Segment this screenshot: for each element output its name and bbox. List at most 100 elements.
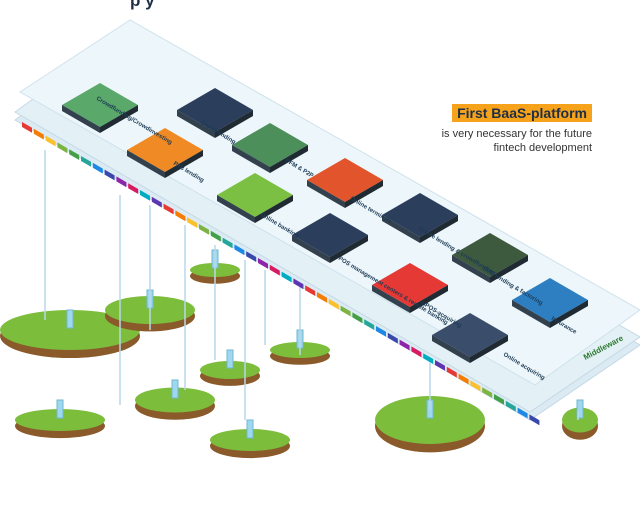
color-strip <box>22 122 540 426</box>
tile-side <box>432 335 470 363</box>
strip-segment <box>529 414 540 426</box>
island <box>562 399 598 440</box>
strip-segment <box>81 156 91 167</box>
strip-segment <box>305 285 316 296</box>
strip-segment <box>57 142 68 154</box>
module-tile <box>432 313 508 363</box>
tile-side <box>270 145 308 173</box>
page-title: p y <box>130 0 155 10</box>
tile-side <box>420 215 458 243</box>
module-tile <box>512 278 588 328</box>
strip-segment <box>151 196 162 208</box>
strip-segment <box>175 210 186 222</box>
island <box>0 309 140 358</box>
strip-segment <box>458 373 469 385</box>
strip-segment <box>234 244 245 256</box>
platform-top-layer <box>19 19 640 386</box>
tile-side <box>255 195 293 223</box>
module-tile <box>382 193 458 243</box>
strip-segment <box>116 176 127 188</box>
tile-side <box>490 255 528 283</box>
tile-side <box>470 335 508 363</box>
module-tile <box>217 173 293 223</box>
tile-side <box>550 300 588 328</box>
tile-side <box>177 110 215 138</box>
strip-segment <box>222 237 233 249</box>
island-grass <box>15 409 105 431</box>
tile-side <box>452 255 490 283</box>
tile-side <box>382 215 420 243</box>
callout-subtitle: is very necessary for the future fintech… <box>410 127 592 155</box>
strip-segment <box>328 298 339 310</box>
strip-segment <box>423 353 434 364</box>
tower <box>66 309 74 329</box>
tower <box>171 379 179 399</box>
strip-segment <box>69 149 80 160</box>
strip-segment <box>364 319 375 330</box>
tile-side <box>410 285 448 313</box>
tile-side <box>217 195 255 223</box>
strip-segment <box>33 128 44 140</box>
strip-segment <box>505 400 516 412</box>
strip-segment <box>281 271 292 283</box>
tile-side <box>165 150 203 178</box>
island-grass <box>135 387 215 413</box>
strip-segment <box>246 251 257 262</box>
module-tiles <box>62 83 588 363</box>
strip-segment <box>258 258 268 269</box>
strip-segment <box>376 326 386 337</box>
strip-segment <box>187 217 198 228</box>
module-tile <box>62 83 138 133</box>
strip-segment <box>293 278 304 290</box>
island <box>135 379 215 420</box>
strip-segment <box>45 135 56 147</box>
island <box>210 419 290 459</box>
strip-segment <box>399 339 410 351</box>
tile-side <box>345 180 383 208</box>
island <box>200 349 260 386</box>
island <box>15 399 105 439</box>
strip-segment <box>352 312 363 324</box>
module-tile <box>292 213 368 263</box>
strip-segment <box>269 264 280 276</box>
tile-side <box>127 150 165 178</box>
island-grass <box>375 396 485 444</box>
callout-box: First BaaS-platform is very necessary fo… <box>410 104 592 155</box>
module-tile <box>372 263 448 313</box>
strip-segment <box>340 305 351 317</box>
tower <box>576 399 584 419</box>
tile-side <box>292 235 330 263</box>
module-tile <box>452 233 528 283</box>
strip-segment <box>92 162 103 174</box>
module-tile <box>127 128 203 178</box>
strip-segment <box>387 332 398 344</box>
tile-side <box>62 105 100 133</box>
connector-lines <box>44 150 579 420</box>
strip-segment <box>104 169 115 181</box>
tile-side <box>512 300 550 328</box>
strip-segment <box>199 224 209 235</box>
strip-segment <box>128 183 139 194</box>
tower <box>56 399 64 419</box>
strip-segment <box>317 292 327 303</box>
strip-segment <box>22 122 32 133</box>
tile-side <box>215 110 253 138</box>
strip-segment <box>517 407 528 419</box>
tile-side <box>372 285 410 313</box>
module-tile <box>177 88 253 138</box>
tile-side <box>307 180 345 208</box>
strip-segment <box>446 366 457 378</box>
strip-segment <box>482 387 493 398</box>
tower <box>226 349 234 369</box>
strip-segment <box>140 190 150 201</box>
island-grass <box>210 429 290 451</box>
callout-subtitle-line2: fintech development <box>493 142 592 154</box>
strip-segment <box>163 203 174 215</box>
strip-segment <box>411 346 422 358</box>
tower <box>246 419 254 439</box>
strip-segment <box>435 360 445 371</box>
callout-subtitle-line1: is very necessary for the future <box>441 128 592 140</box>
island-grass <box>0 310 140 350</box>
strip-segment <box>494 394 504 405</box>
